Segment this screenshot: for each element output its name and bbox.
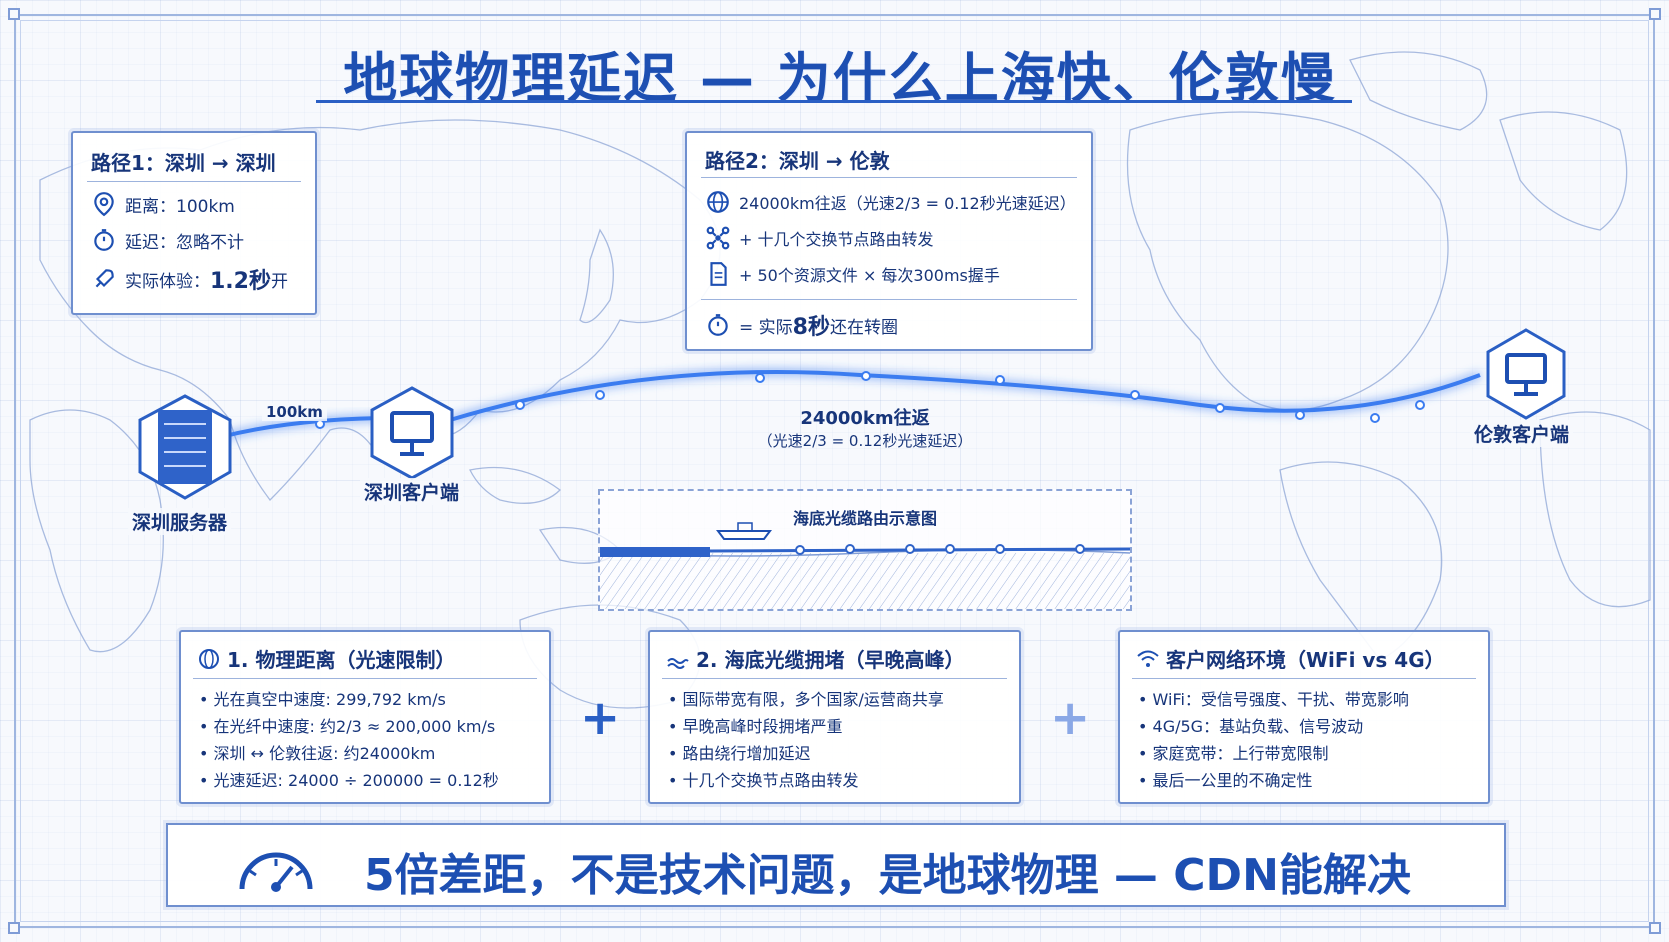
list-item: 4G/5G：基站负载、信号波动 bbox=[1138, 713, 1409, 740]
ld-client-node bbox=[1486, 328, 1566, 420]
plus-sign: + bbox=[1050, 690, 1091, 746]
path1-experience-suffix: 开 bbox=[270, 271, 288, 292]
list-item: 深圳 ↔ 伦敦往返: 约24000km bbox=[199, 740, 499, 767]
factor-card-distance: 1. 物理距离（光速限制） 光在真空中速度: 299,792 km/s 在光纤中… bbox=[179, 630, 551, 804]
path1-distance-row: 距离：100km bbox=[91, 191, 235, 217]
frame-corner bbox=[8, 922, 20, 934]
factor-card-cable: 2. 海底光缆拥堵（早晚高峰） 国际带宽有限，多个国家/运营商共享 早晚高峰时段… bbox=[648, 630, 1021, 804]
server-label: 深圳服务器 bbox=[128, 508, 232, 535]
path2-line3: + 50个资源文件 × 每次300ms握手 bbox=[739, 266, 1000, 285]
inner-frame bbox=[20, 20, 1649, 922]
outer-frame bbox=[14, 14, 1655, 928]
list-item: 国际带宽有限，多个国家/运营商共享 bbox=[668, 686, 944, 713]
list-item: 光在真空中速度: 299,792 km/s bbox=[199, 686, 499, 713]
ld-client-label: 伦敦客户端 bbox=[1470, 420, 1574, 447]
server-node bbox=[138, 394, 232, 500]
path2-line4-suffix: 还在转圈 bbox=[829, 317, 898, 338]
title-underline bbox=[316, 100, 1352, 103]
path1-latency-row: 延迟：忽略不计 bbox=[91, 227, 244, 253]
frame-corner bbox=[1649, 8, 1661, 20]
factor-list: WiFi：受信号强度、干扰、带宽影响 4G/5G：基站负载、信号波动 家庭宽带：… bbox=[1138, 686, 1409, 794]
list-item: 路由绕行增加延迟 bbox=[668, 740, 944, 767]
page-title: 地球物理延迟 — 为什么上海快、伦敦慢 bbox=[343, 47, 1337, 110]
path2-line4-value: 8秒 bbox=[792, 315, 830, 340]
path1-experience-prefix: 实际体验： bbox=[125, 271, 210, 292]
divider bbox=[193, 678, 537, 679]
path1-card: 路径1：深圳 → 深圳 距离：100km 延迟：忽略不计 实际体验： 1.2秒 … bbox=[71, 131, 317, 315]
factor-title: 1. 物理距离（光速限制） bbox=[227, 648, 456, 672]
sz-client-label: 深圳客户端 bbox=[360, 478, 464, 505]
path1-experience-row: 实际体验： 1.2秒 开 bbox=[91, 263, 288, 295]
path1-distance: 距离：100km bbox=[125, 196, 235, 217]
route-nodes bbox=[315, 371, 1425, 429]
network-nodes-icon bbox=[706, 226, 730, 250]
factor-list: 国际带宽有限，多个国家/运营商共享 早晚高峰时段拥堵严重 路由绕行增加延迟 十几… bbox=[668, 686, 944, 794]
route-note-label: （光速2/3 = 0.12秒光速延迟） bbox=[757, 432, 973, 450]
divider bbox=[1132, 678, 1476, 679]
factor-title: 2. 海底光缆拥堵（早晚高峰） bbox=[696, 648, 965, 672]
list-item: 最后一公里的不确定性 bbox=[1138, 767, 1409, 794]
path2-card: 路径2：深圳 → 伦敦 24000km往返（光速2/3 = 0.12秒光速延迟）… bbox=[685, 131, 1093, 351]
path1-latency: 延迟：忽略不计 bbox=[125, 232, 244, 253]
list-item: 十几个交换节点路由转发 bbox=[668, 767, 944, 794]
globe-icon bbox=[199, 648, 219, 669]
frame-corner bbox=[8, 8, 20, 20]
location-pin-icon bbox=[94, 192, 114, 217]
sz-client-node bbox=[370, 386, 454, 480]
cable-illustration bbox=[600, 522, 1130, 609]
path2-line4-row: = 实际 8秒 还在转圈 bbox=[705, 309, 898, 341]
long-route-line bbox=[449, 370, 1481, 422]
factor-title-row: 1. 物理距离（光速限制） bbox=[197, 644, 455, 673]
list-item: 家庭宽带：上行带宽限制 bbox=[1138, 740, 1409, 767]
stopwatch-icon bbox=[708, 314, 728, 336]
path2-title: 路径2：深圳 → 伦敦 bbox=[705, 149, 890, 173]
list-item: 在光纤中速度: 约2/3 ≈ 200,000 km/s bbox=[199, 713, 499, 740]
path2-line3-row: + 50个资源文件 × 每次300ms握手 bbox=[705, 261, 1000, 287]
factor-title-row: 2. 海底光缆拥堵（早晚高峰） bbox=[666, 644, 964, 673]
list-item: WiFi：受信号强度、干扰、带宽影响 bbox=[1138, 686, 1409, 713]
wave-icon bbox=[667, 657, 689, 669]
path1-experience-value: 1.2秒 bbox=[210, 269, 271, 294]
ship-icon bbox=[716, 530, 772, 540]
route-distance-label: 24000km往返 bbox=[800, 408, 930, 429]
path2-line1: 24000km往返（光速2/3 = 0.12秒光速延迟） bbox=[739, 194, 1076, 213]
globe-icon bbox=[707, 191, 729, 213]
wifi-icon bbox=[1137, 650, 1159, 667]
conclusion-banner: 5倍差距，不是技术问题，是地球物理 — CDN能解决 bbox=[166, 823, 1506, 907]
divider bbox=[662, 678, 1007, 679]
stopwatch-icon bbox=[94, 229, 114, 251]
factor-list: 光在真空中速度: 299,792 km/s 在光纤中速度: 约2/3 ≈ 200… bbox=[199, 686, 499, 794]
divider bbox=[701, 177, 1077, 178]
conclusion-text: 5倍差距，不是技术问题，是地球物理 — CDN能解决 bbox=[364, 850, 1411, 901]
path2-line2: + 十几个交换节点路由转发 bbox=[739, 230, 934, 249]
factor-title-row: 客户网络环境（WiFi vs 4G） bbox=[1136, 644, 1445, 673]
short-distance-label: 100km bbox=[262, 403, 327, 421]
list-item: 早晚高峰时段拥堵严重 bbox=[668, 713, 944, 740]
path1-title: 路径1：深圳 → 深圳 bbox=[91, 151, 276, 175]
list-item: 光速延迟: 24000 ÷ 200000 = 0.12秒 bbox=[199, 767, 499, 794]
path2-line1-row: 24000km往返（光速2/3 = 0.12秒光速延迟） bbox=[705, 189, 1076, 215]
plus-sign: + bbox=[580, 690, 621, 746]
divider bbox=[87, 181, 301, 182]
cable-inset-title: 海底光缆路由示意图 bbox=[792, 509, 937, 528]
rocket-icon bbox=[95, 269, 114, 288]
path2-line2-row: + 十几个交换节点路由转发 bbox=[705, 225, 934, 251]
divider bbox=[701, 299, 1077, 300]
speedometer-icon bbox=[239, 852, 313, 892]
factor-card-network: 客户网络环境（WiFi vs 4G） WiFi：受信号强度、干扰、带宽影响 4G… bbox=[1118, 630, 1490, 804]
path2-line4-prefix: = 实际 bbox=[739, 317, 793, 338]
frame-corner bbox=[1649, 922, 1661, 934]
cable-inset: 海底光缆路由示意图 bbox=[598, 489, 1132, 611]
document-icon bbox=[710, 262, 727, 286]
server-icon bbox=[158, 410, 212, 484]
factor-title: 客户网络环境（WiFi vs 4G） bbox=[1166, 648, 1445, 672]
